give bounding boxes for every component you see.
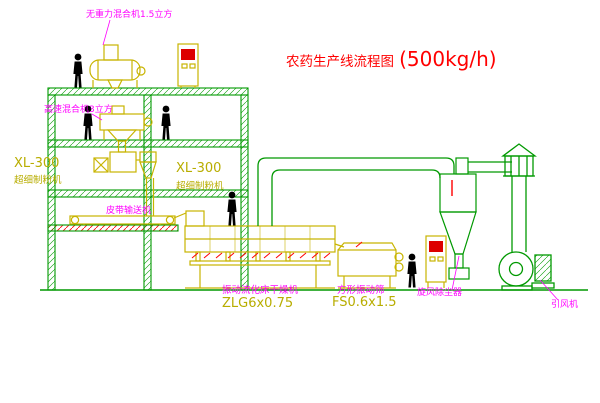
label-gravity-mixer: 无重力混合机1.5立方 <box>86 8 172 20</box>
label-mill-left-model: XL-300 <box>14 156 59 171</box>
label-high-speed-mixer: 高速混合机3立方 <box>44 103 113 115</box>
dryer-vibration-marks <box>191 252 331 259</box>
induced-draft-fan <box>498 251 555 291</box>
pulverizer-unit <box>93 151 157 216</box>
screen-vibration-mark <box>355 241 363 248</box>
label-induced-draft-fan: 引风机 <box>551 298 578 310</box>
cabinet-display <box>181 49 195 60</box>
label-cyclone: 旋风除尘器 <box>417 286 462 298</box>
diagram-title: 农药生产线流程图 (500kg/h) <box>286 47 497 71</box>
label-dryer-name: 振动流化床干燥机 <box>222 284 299 296</box>
diagram-title-main: 农药生产线流程图 <box>286 54 394 70</box>
belt-conveyor <box>69 212 187 225</box>
control-cabinet-1 <box>177 43 199 88</box>
person-figure <box>161 105 171 140</box>
diagram-title-capacity: (500kg/h) <box>399 47 496 71</box>
label-dryer-model: ZLG6x0.75 <box>222 296 293 311</box>
label-screen-model: FS0.6x1.5 <box>332 295 397 310</box>
label-belt-conveyor: 皮带输送机 <box>106 204 151 216</box>
control-cabinet-2 <box>425 235 447 288</box>
fluid-bed-dryer <box>184 210 345 289</box>
gravity-mixer <box>89 44 146 89</box>
label-mill-left-name: 超细制粉机 <box>14 174 62 186</box>
leader-lines <box>91 19 559 301</box>
label-screen-name: 方形振动筛 <box>337 284 385 296</box>
exhaust-stack <box>501 143 537 252</box>
label-mill-center-name: 超细制粉机 <box>176 180 224 192</box>
labels: 无重力混合机1.5立方 高速混合机3立方 XL-300 超细制粉机 XL-300… <box>14 8 578 311</box>
vibrating-screen <box>337 241 404 289</box>
person-figure <box>407 253 417 288</box>
building-structure <box>47 87 249 291</box>
exhaust-duct <box>257 157 455 226</box>
person-figure <box>73 53 83 88</box>
label-mill-center-model: XL-300 <box>176 161 221 176</box>
cabinet-display <box>429 241 443 252</box>
